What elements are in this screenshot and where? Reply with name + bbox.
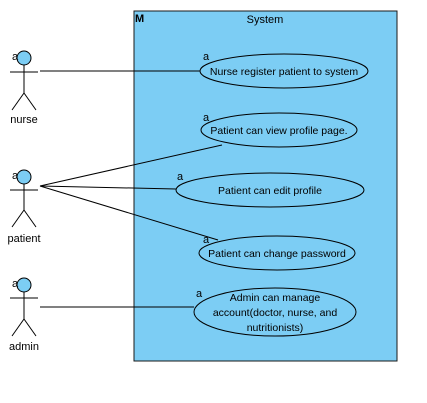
actor-marker: a <box>12 51 19 63</box>
use-case-label-line: Admin can manage <box>230 292 321 304</box>
actor-label: patient <box>7 233 40 245</box>
use-case-marker: a <box>177 171 184 183</box>
use-case-ellipse[interactable] <box>200 112 358 148</box>
use-case-label: Patient can view profile page. <box>210 125 347 137</box>
use-case-marker: a <box>203 51 210 63</box>
actor-stick-figure-icon <box>10 169 38 228</box>
use-case-label: Nurse register patient to system <box>210 66 358 78</box>
use-case-edit-profile[interactable]: a Patient can edit profile <box>175 171 365 208</box>
actor-marker: a <box>12 170 19 182</box>
system-title: System <box>247 14 284 26</box>
use-case-admin-manage[interactable]: a Admin can manage account(doctor, nurse… <box>193 287 357 337</box>
actor-label: nurse <box>10 114 38 126</box>
use-case-ellipse[interactable] <box>175 172 365 208</box>
use-case-ellipse[interactable] <box>193 287 357 337</box>
association-patient-password[interactable] <box>39 185 219 241</box>
use-case-change-password[interactable]: a Patient can change password <box>198 234 356 271</box>
association-patient-edit[interactable] <box>39 185 177 190</box>
use-case-label-line: account(doctor, nurse, and <box>213 307 337 319</box>
actor-label: admin <box>9 341 39 353</box>
use-case-view-profile[interactable]: a Patient can view profile page. <box>200 112 358 148</box>
use-case-ellipse[interactable] <box>198 235 356 271</box>
use-case-register[interactable]: a Nurse register patient to system <box>199 51 369 89</box>
actor-admin[interactable]: a admin <box>9 277 39 353</box>
use-case-label: Patient can edit profile <box>218 185 322 197</box>
use-case-ellipse[interactable] <box>199 53 369 89</box>
association-patient-view[interactable] <box>39 144 223 187</box>
actor-stick-figure-icon <box>10 277 38 337</box>
use-case-marker: a <box>203 234 210 246</box>
association-lines <box>39 70 223 308</box>
actor-nurse[interactable]: a nurse <box>10 50 38 126</box>
actor-patient[interactable]: a patient <box>7 169 41 245</box>
use-case-label: Patient can change password <box>208 248 346 260</box>
use-case-marker: a <box>196 288 203 300</box>
system-marker-icon: M <box>135 13 144 25</box>
actor-marker: a <box>12 278 19 290</box>
actor-stick-figure-icon <box>10 50 38 111</box>
use-case-label-line: nutritionists) <box>247 322 304 334</box>
use-case-marker: a <box>203 112 210 124</box>
